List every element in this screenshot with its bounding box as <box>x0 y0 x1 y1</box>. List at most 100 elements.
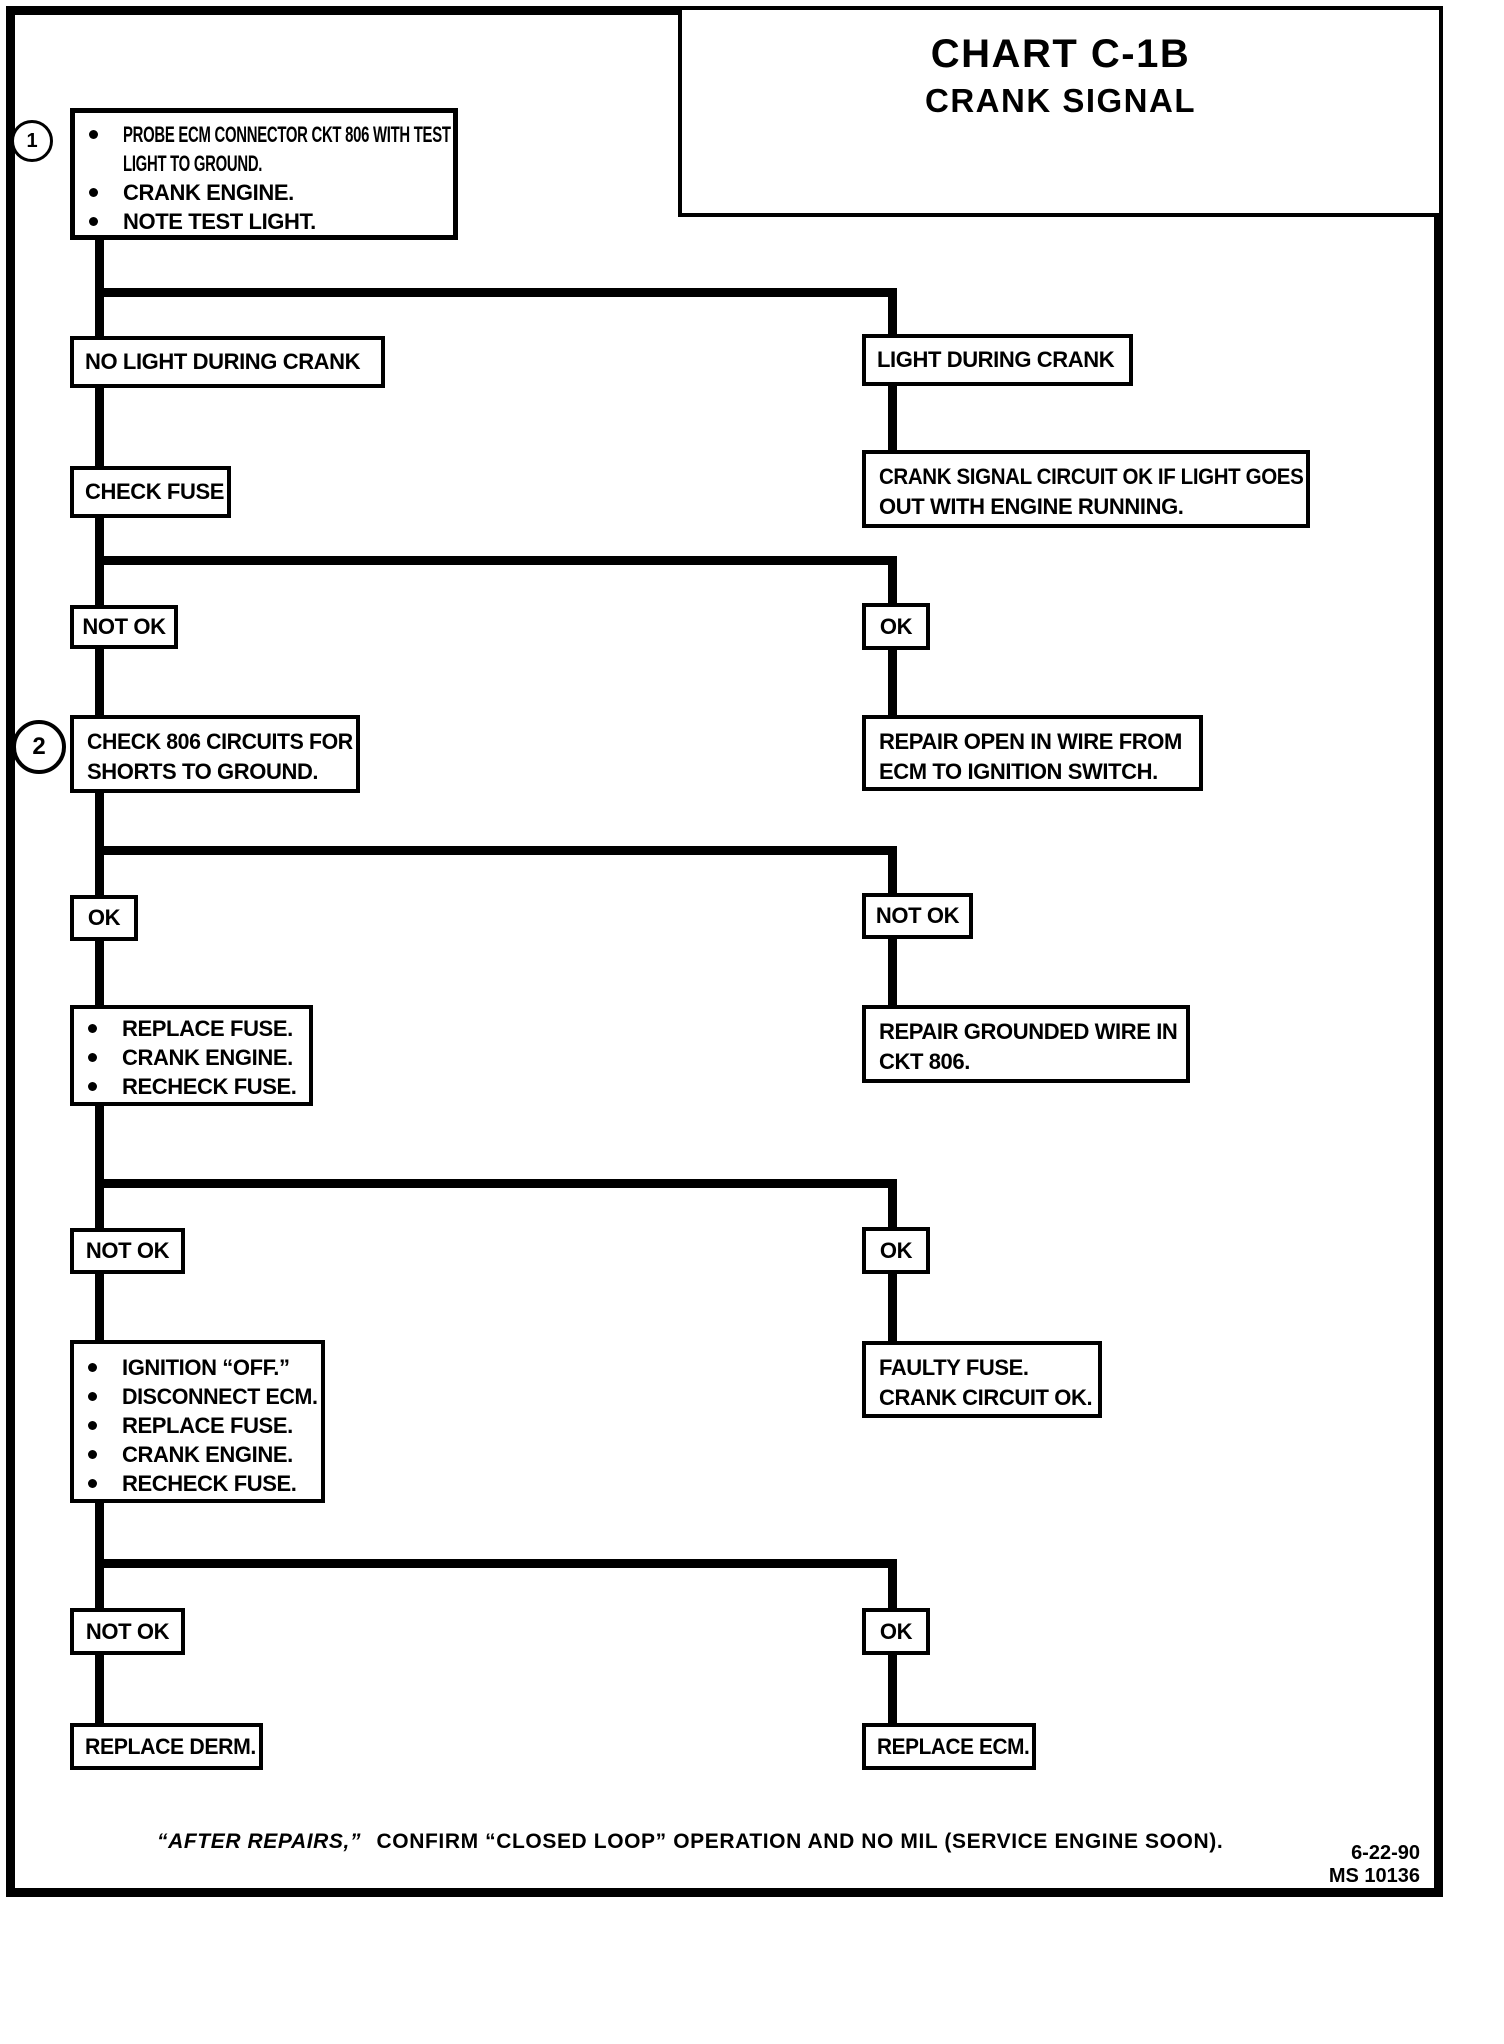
bullet-item: RECHECK FUSE. <box>74 1072 309 1101</box>
chart-title-box: CHART C-1B CRANK SIGNAL <box>678 6 1443 217</box>
flow-box-label: OK <box>879 1237 913 1263</box>
flow-box-start: PROBE ECM CONNECTOR CKT 806 WITH TEST LI… <box>70 108 458 240</box>
bullet-item: IGNITION “OFF.” <box>74 1353 321 1382</box>
bullet-text: CRANK ENGINE. <box>122 1440 293 1469</box>
bullet-line: CRANK ENGINE. <box>122 1442 293 1467</box>
flow-box-not-ok-2: NOT OK <box>862 893 973 939</box>
bullet-icon <box>89 130 98 139</box>
flow-box-line: FAULTY FUSE. <box>879 1355 1029 1380</box>
flow-box-check-806-circuits: CHECK 806 CIRCUITS FOR SHORTS TO GROUND. <box>70 715 360 793</box>
bullet-line: RECHECK FUSE. <box>122 1074 297 1099</box>
after-repairs-note-italic: “AFTER REPAIRS,” <box>157 1830 362 1853</box>
flow-box-no-light-during-crank: NO LIGHT DURING CRANK <box>70 336 385 388</box>
flow-box-line: REPAIR OPEN IN WIRE FROM <box>879 729 1182 754</box>
bullet-line: RECHECK FUSE. <box>122 1471 297 1496</box>
bullet-line: NOTE TEST LIGHT. <box>123 209 316 234</box>
flow-box-line: CRANK CIRCUIT OK. <box>879 1385 1093 1410</box>
flow-box-check-fuse: CHECK FUSE <box>70 466 231 518</box>
bullet-line: PROBE ECM CONNECTOR CKT 806 WITH TEST <box>123 122 451 147</box>
flow-box-label: OK <box>879 1618 913 1644</box>
bullet-text: IGNITION “OFF.” <box>122 1353 290 1382</box>
bullet-text: REPLACE FUSE. <box>122 1014 293 1043</box>
document-id: MS 10136 <box>1328 1865 1420 1887</box>
bullet-item: REPLACE FUSE. <box>74 1411 321 1440</box>
bullet-icon <box>89 217 98 226</box>
bullet-text: REPLACE FUSE. <box>122 1411 293 1440</box>
step-marker-2-number: 2 <box>32 733 46 760</box>
flow-box-line: SHORTS TO GROUND. <box>87 759 319 784</box>
connector-split-3 <box>95 846 897 855</box>
bullet-line: CRANK ENGINE. <box>123 180 294 205</box>
flow-box-ok-1: OK <box>862 603 930 650</box>
bullet-text: CRANK ENGINE. <box>122 1043 293 1072</box>
flow-box-line: ECM TO IGNITION SWITCH. <box>879 759 1158 784</box>
flow-box-repair-open-wire: REPAIR OPEN IN WIRE FROM ECM TO IGNITION… <box>862 715 1203 791</box>
flow-box-ignition-off-steps: IGNITION “OFF.” DISCONNECT ECM. REPLACE … <box>70 1340 325 1503</box>
step-marker-1: 1 <box>11 120 53 162</box>
flow-box-label: LIGHT DURING CRANK <box>877 347 1115 372</box>
flow-box-label: NOT OK <box>85 1618 170 1644</box>
flow-box-label: NOT OK <box>82 614 166 639</box>
bullet-item: PROBE ECM CONNECTOR CKT 806 WITH TEST LI… <box>75 120 453 178</box>
flow-box-label: REPLACE ECM. <box>877 1733 1030 1759</box>
bullet-icon <box>88 1450 97 1459</box>
connector-split-2 <box>95 556 897 565</box>
flow-box-label: NOT OK <box>875 903 960 928</box>
flow-box-replace-fuse-steps: REPLACE FUSE. CRANK ENGINE. RECHECK FUSE… <box>70 1005 313 1106</box>
bullet-icon <box>88 1053 97 1062</box>
bullet-item: RECHECK FUSE. <box>74 1469 321 1498</box>
connector-split-5 <box>95 1559 897 1568</box>
bullet-icon <box>88 1392 97 1401</box>
chart-subtitle: CRANK SIGNAL <box>925 82 1196 119</box>
bullet-item: CRANK ENGINE. <box>74 1440 321 1469</box>
bullet-line: REPLACE FUSE. <box>122 1016 293 1041</box>
flow-box-label: OK <box>879 613 913 639</box>
step-marker-2: 2 <box>12 720 66 774</box>
flow-box-line: REPAIR GROUNDED WIRE IN <box>879 1019 1178 1044</box>
flow-box-ok-4: OK <box>862 1608 930 1655</box>
bullet-line: IGNITION “OFF.” <box>122 1355 290 1380</box>
step-marker-1-number: 1 <box>26 129 38 152</box>
revision-date: 6-22-90 <box>1351 1842 1420 1864</box>
bullet-item: REPLACE FUSE. <box>74 1014 309 1043</box>
flow-box-label: NO LIGHT DURING CRANK <box>85 349 361 374</box>
flow-box-line: CKT 806. <box>879 1049 970 1074</box>
after-repairs-note: “AFTER REPAIRS,” CONFIRM “CLOSED LOOP” O… <box>157 1830 1223 1854</box>
revision-stamp: 6-22-90 MS 10136 <box>1285 1842 1420 1888</box>
bullet-icon <box>88 1363 97 1372</box>
bullet-icon <box>88 1024 97 1033</box>
flow-box-label: OK <box>87 905 121 930</box>
flow-box-ok-2: OK <box>70 895 138 941</box>
bullet-item: NOTE TEST LIGHT. <box>75 207 453 236</box>
flow-box-faulty-fuse: FAULTY FUSE. CRANK CIRCUIT OK. <box>862 1341 1102 1418</box>
bullet-text: NOTE TEST LIGHT. <box>123 207 316 236</box>
chart-title: CHART C-1B <box>930 32 1191 76</box>
bullet-text: RECHECK FUSE. <box>122 1072 297 1101</box>
bullet-item: CRANK ENGINE. <box>74 1043 309 1072</box>
flow-box-label: REPLACE DERM. <box>85 1733 256 1759</box>
bullet-text: DISCONNECT ECM. <box>122 1382 323 1411</box>
bullet-text: CRANK ENGINE. <box>123 178 294 207</box>
bullet-icon <box>88 1082 97 1091</box>
bullet-item: DISCONNECT ECM. <box>74 1382 321 1411</box>
bullet-icon <box>88 1479 97 1488</box>
after-repairs-note-rest: CONFIRM “CLOSED LOOP” OPERATION AND NO M… <box>376 1830 1224 1853</box>
flow-box-ok-3: OK <box>862 1227 930 1274</box>
flow-box-repair-grounded-wire: REPAIR GROUNDED WIRE IN CKT 806. <box>862 1005 1190 1083</box>
bullet-line: LIGHT TO GROUND. <box>123 151 263 176</box>
flow-box-replace-derm: REPLACE DERM. <box>70 1723 263 1770</box>
flow-box-not-ok-1: NOT OK <box>70 605 178 649</box>
flow-box-line: CRANK SIGNAL CIRCUIT OK IF LIGHT GOES <box>879 464 1304 489</box>
flow-box-light-during-crank: LIGHT DURING CRANK <box>862 334 1133 386</box>
bullet-icon <box>88 1421 97 1430</box>
flow-box-line: OUT WITH ENGINE RUNNING. <box>879 494 1184 519</box>
bullet-item: CRANK ENGINE. <box>75 178 453 207</box>
connector-split-4 <box>95 1179 897 1188</box>
flow-box-replace-ecm: REPLACE ECM. <box>862 1723 1036 1770</box>
flow-box-not-ok-4: NOT OK <box>70 1608 185 1655</box>
flow-box-label: CHECK FUSE <box>85 479 225 504</box>
bullet-icon <box>89 188 98 197</box>
bullet-text: PROBE ECM CONNECTOR CKT 806 WITH TEST LI… <box>123 120 608 178</box>
bullet-line: CRANK ENGINE. <box>122 1045 293 1070</box>
